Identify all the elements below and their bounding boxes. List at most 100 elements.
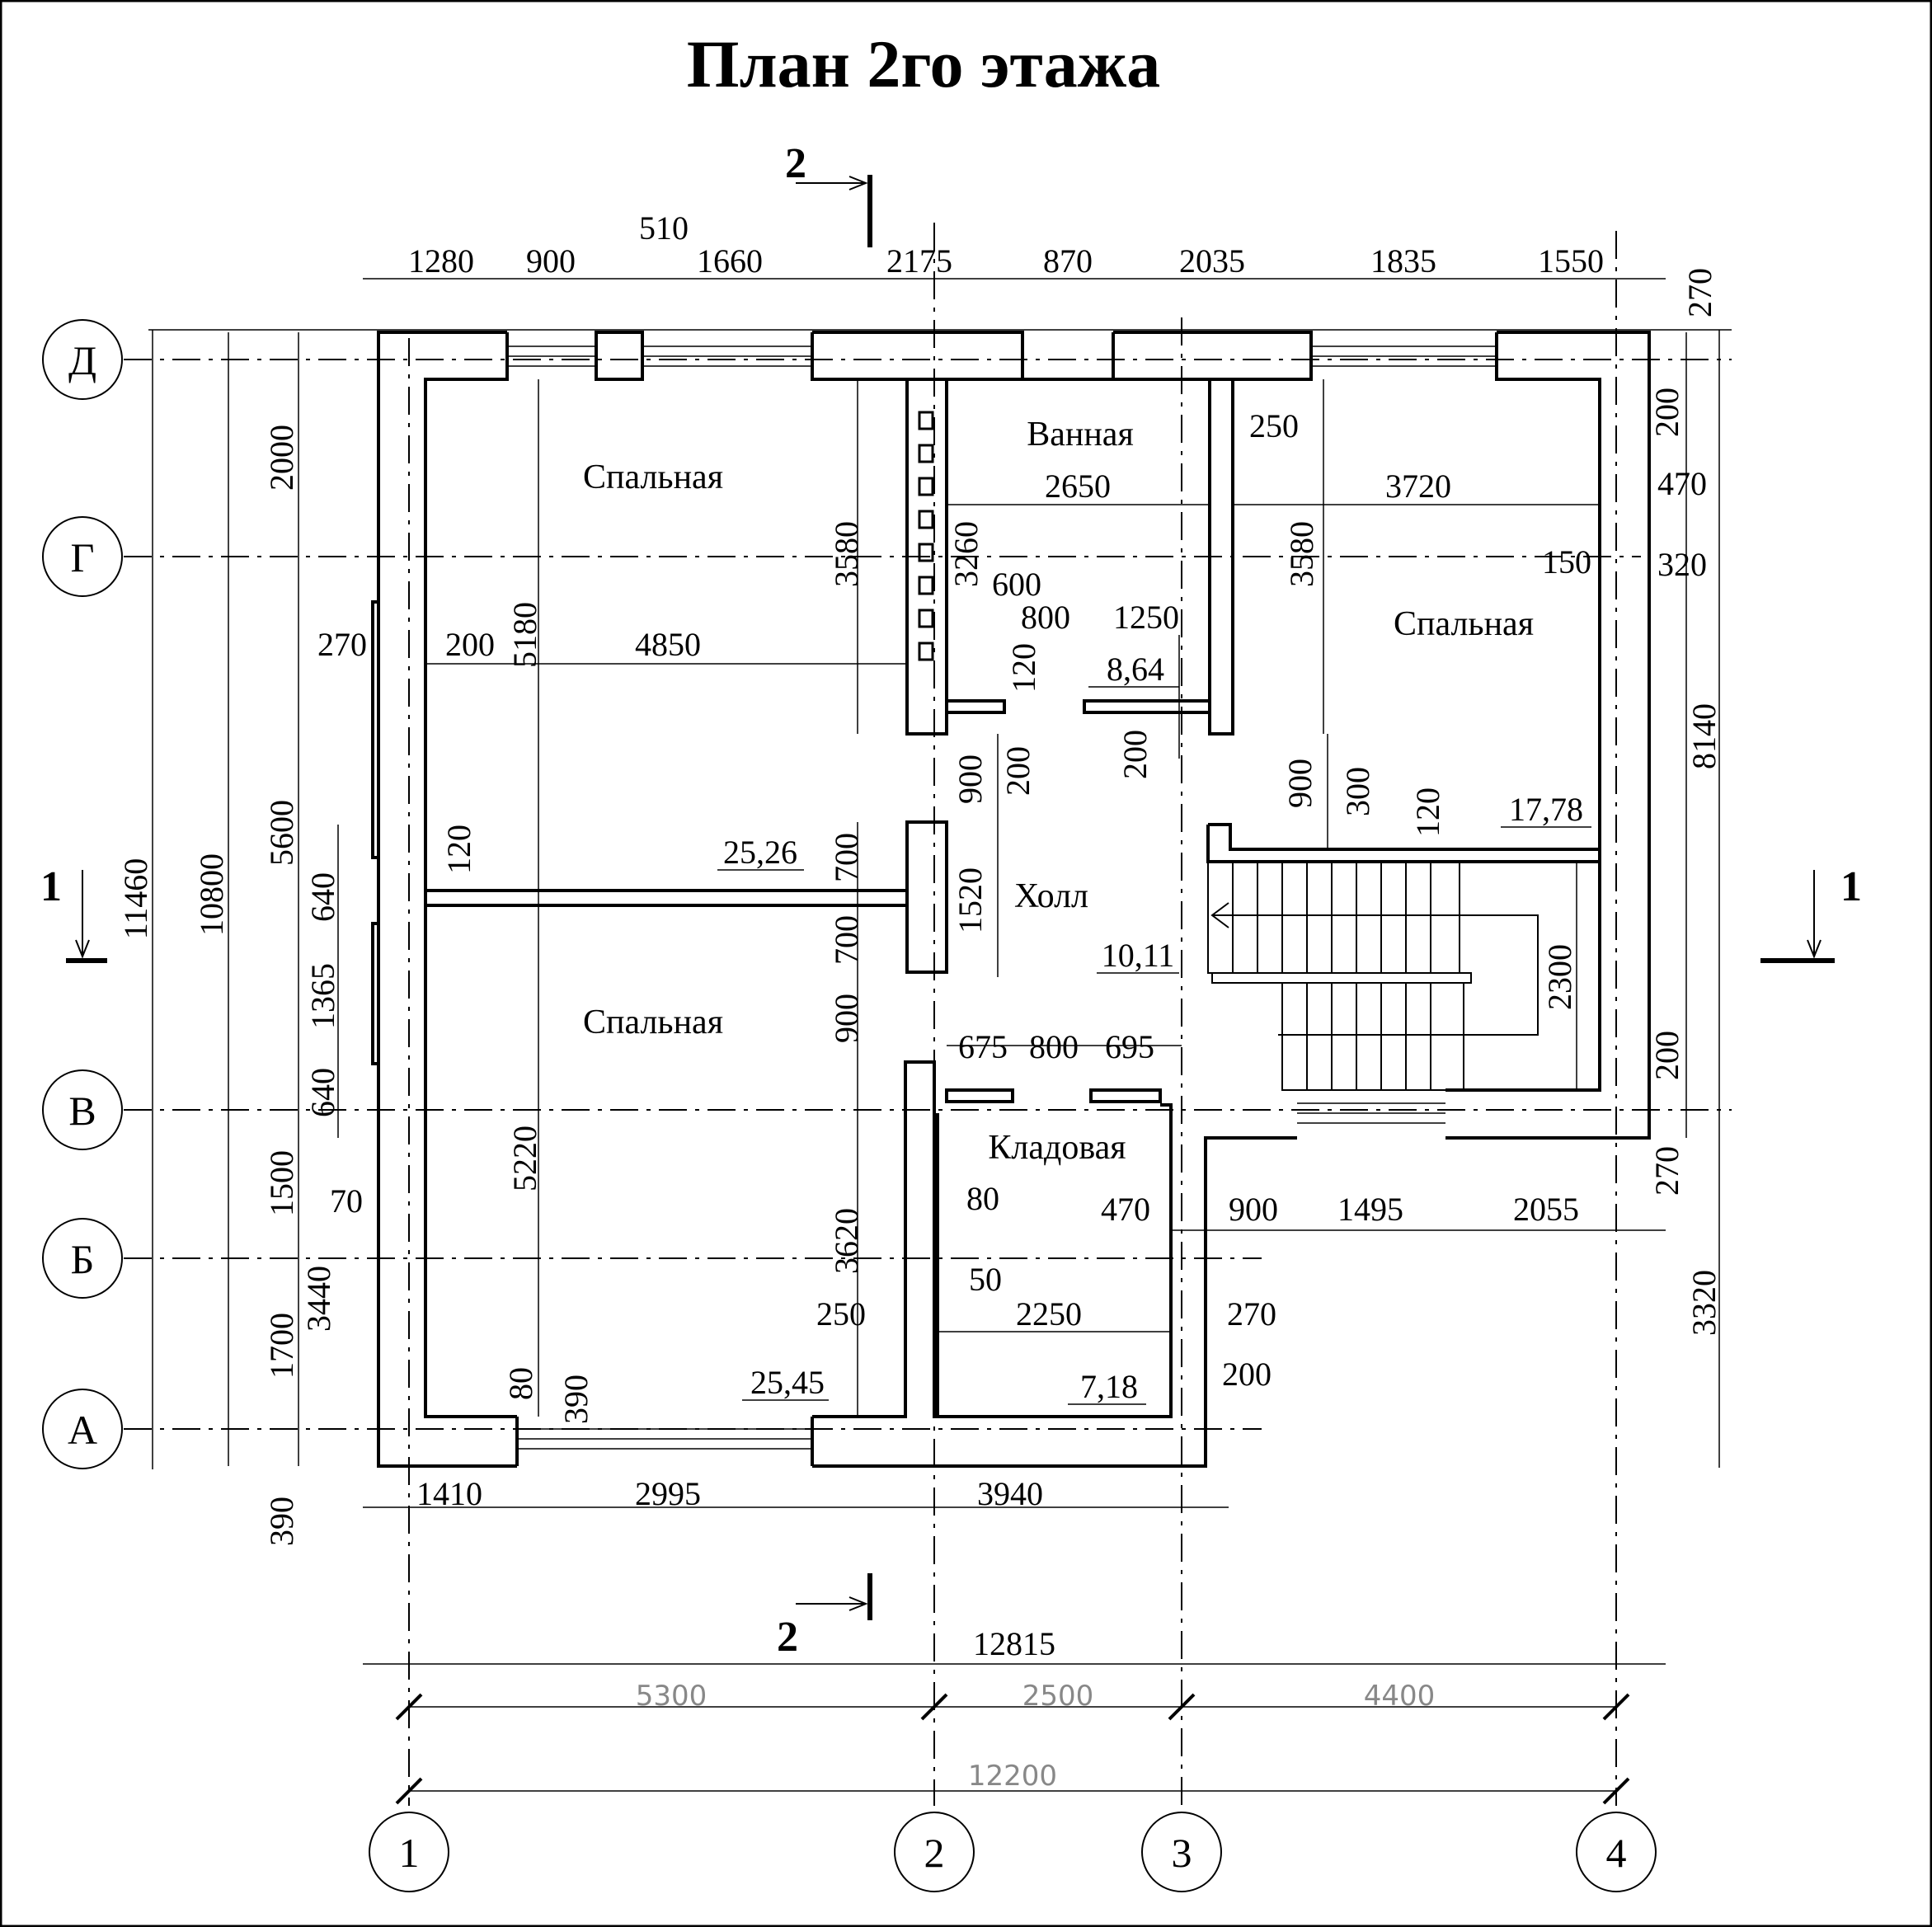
area-bedroom-top-left: 25,26	[723, 834, 797, 871]
dim-inner-800a: 800	[1021, 599, 1070, 636]
axis-bubbles	[42, 319, 1657, 1892]
dim-inner-900c: 900	[828, 994, 865, 1043]
walls	[371, 331, 1651, 1468]
dim-inner-695: 695	[1105, 1028, 1154, 1065]
dim-top-900: 900	[526, 242, 576, 280]
dim-inner-270: 270	[1227, 1295, 1276, 1332]
dim-left-270: 270	[317, 626, 367, 663]
dim-top-1550: 1550	[1538, 242, 1604, 280]
dim-inner-600: 600	[992, 566, 1041, 603]
dim-left-640b: 640	[304, 1068, 341, 1117]
dim-right-320: 320	[1657, 546, 1707, 583]
dim-axis-5300: 5300	[636, 1680, 707, 1713]
dim-inner-120a: 120	[1005, 643, 1042, 693]
dim-inner-80a: 80	[966, 1180, 999, 1217]
dim-left-5180: 5180	[506, 602, 543, 668]
dim-top-270: 270	[1681, 268, 1718, 317]
dim-inner-700b: 700	[828, 915, 865, 965]
dim-inner-120c: 120	[440, 825, 477, 874]
dim-inner-4850: 4850	[635, 626, 701, 663]
dim-axis-2500: 2500	[1022, 1680, 1094, 1713]
dim-top-870: 870	[1043, 242, 1093, 280]
dim-inner-470: 470	[1101, 1191, 1150, 1228]
room-label-hall: Холл	[1014, 877, 1088, 915]
area-hall: 10,11	[1102, 937, 1175, 974]
dim-bottom-3940: 3940	[977, 1475, 1043, 1512]
dim-inner-3580b: 3580	[1283, 521, 1320, 587]
dim-inner-675: 675	[958, 1028, 1008, 1065]
dim-inner-2300: 2300	[1541, 944, 1578, 1010]
dim-left-200: 200	[445, 626, 495, 663]
dim-inner-900d: 900	[1229, 1191, 1278, 1228]
dim-bottom-1410: 1410	[416, 1475, 482, 1512]
section-2-top-label: 2	[785, 140, 806, 187]
dim-inner-3580a: 3580	[828, 521, 865, 587]
area-bathroom: 8,64	[1107, 651, 1164, 688]
dim-right-3320: 3320	[1685, 1270, 1723, 1336]
dim-inner-2650: 2650	[1045, 468, 1111, 505]
dim-inner-900a: 900	[952, 754, 989, 804]
dim-inner-80b: 80	[502, 1367, 539, 1400]
dim-inner-900b: 900	[1281, 759, 1319, 808]
dim-inner-1520: 1520	[952, 867, 989, 933]
dim-left-1500: 1500	[263, 1150, 300, 1216]
window-glazing	[507, 345, 1497, 1450]
dim-inner-3620: 3620	[828, 1208, 865, 1274]
section-1-right-label: 1	[1840, 863, 1862, 910]
axis-label-1: 1	[399, 1830, 420, 1876]
dim-inner-390: 390	[557, 1375, 595, 1424]
dim-inner-3720: 3720	[1385, 468, 1451, 505]
dim-bottom-12815: 12815	[973, 1625, 1055, 1662]
axis-label-4: 4	[1606, 1830, 1627, 1876]
dim-left-70: 70	[330, 1182, 363, 1220]
axis-dim-ticks	[395, 1693, 1630, 1805]
dim-top-1280: 1280	[408, 242, 474, 280]
axis-label-g: Г	[71, 534, 95, 580]
plan-title: План 2го этажа	[687, 26, 1160, 101]
area-stair: 17,78	[1509, 791, 1583, 828]
dim-left-11460: 11460	[117, 858, 154, 940]
dim-inner-50: 50	[969, 1261, 1002, 1298]
area-underlines	[717, 686, 1591, 1405]
dim-inner-120b: 120	[1409, 787, 1446, 837]
section-cut-lines	[66, 175, 1835, 1620]
room-label-bedroom-right: Спальная	[1394, 605, 1534, 643]
dim-left-640a: 640	[304, 872, 341, 922]
dim-inner-150: 150	[1542, 543, 1591, 580]
dim-inner-250b: 250	[816, 1295, 866, 1332]
room-label-bedroom-top-left: Спальная	[583, 458, 723, 496]
section-2-bottom-label: 2	[777, 1614, 798, 1661]
dim-right-200: 200	[1648, 388, 1685, 437]
dim-inner-250a: 250	[1249, 407, 1299, 444]
axis-grid	[124, 223, 1732, 1806]
staircase	[1207, 861, 1539, 1091]
dim-bottom-2995: 2995	[635, 1475, 701, 1512]
room-label-bedroom-bottom-left: Спальная	[583, 1003, 723, 1041]
axis-label-2: 2	[924, 1830, 945, 1876]
dim-inner-200c: 200	[1222, 1356, 1272, 1393]
bath-fixture	[918, 411, 934, 661]
dim-inner-200a: 200	[999, 746, 1037, 796]
dim-left-5220: 5220	[506, 1126, 543, 1191]
area-storage: 7,18	[1080, 1368, 1138, 1405]
dim-right-8140: 8140	[1685, 703, 1723, 769]
dim-inner-700a: 700	[828, 833, 865, 882]
dim-left-390: 390	[263, 1497, 300, 1546]
axis-label-a: А	[68, 1407, 97, 1453]
room-label-storage: Кладовая	[988, 1129, 1126, 1167]
dim-top-1660: 1660	[697, 242, 763, 280]
dim-axis-4400: 4400	[1364, 1680, 1436, 1713]
dim-inner-2055: 2055	[1513, 1191, 1579, 1228]
dim-top-2175: 2175	[886, 242, 952, 280]
dim-inner-1495: 1495	[1337, 1191, 1403, 1228]
dim-inner-3260: 3260	[947, 521, 985, 587]
dim-top-1835: 1835	[1370, 242, 1436, 280]
dim-inner-2250: 2250	[1016, 1295, 1082, 1332]
dim-axis-12200: 12200	[968, 1760, 1057, 1793]
room-label-bathroom: Ванная	[1027, 416, 1134, 454]
dimension-lines	[148, 278, 1732, 1792]
area-bedroom-bottom-left: 25,45	[750, 1364, 825, 1401]
dim-right-200b: 200	[1648, 1031, 1685, 1080]
